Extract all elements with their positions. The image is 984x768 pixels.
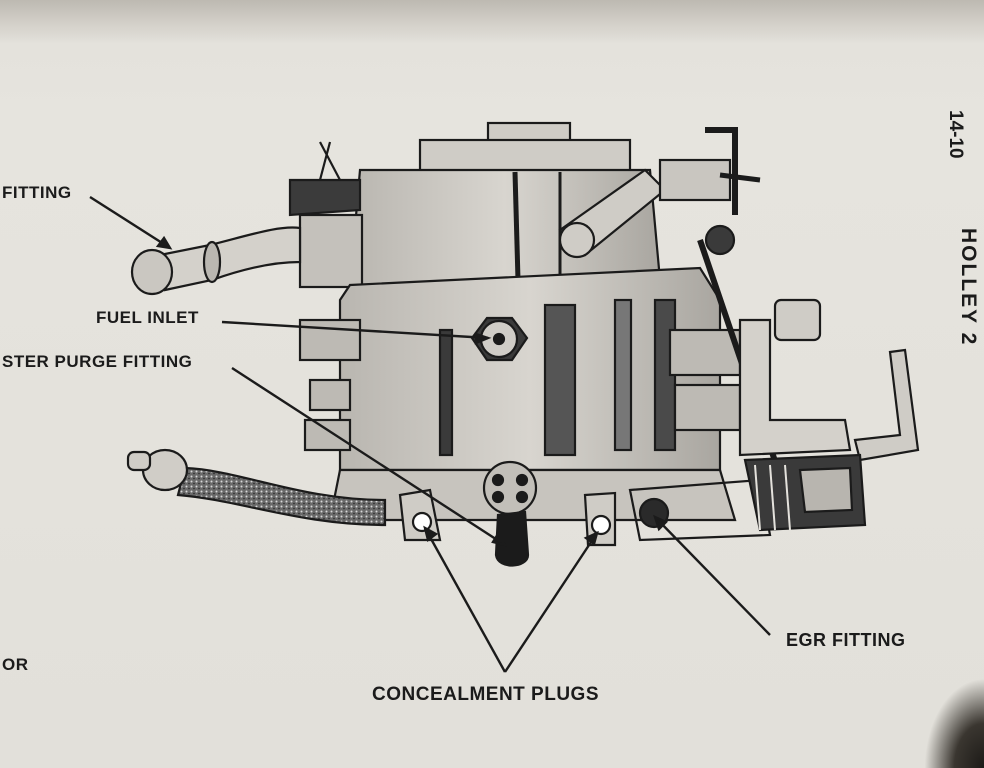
fitting-label: FITTING <box>2 183 72 202</box>
concealment-plugs-label: CONCEALMENT PLUGS <box>372 684 599 705</box>
corner-shadow <box>924 678 984 768</box>
fuel-inlet-fitting <box>470 316 529 362</box>
carburetor-main-body <box>298 266 742 522</box>
base-plate <box>398 460 772 567</box>
vent-tube <box>130 226 302 296</box>
running-head: HOLLEY 2 <box>957 228 980 347</box>
page-number: 14-10 <box>945 110 966 159</box>
page-fold-shadow <box>0 0 984 44</box>
bottom-hose <box>126 448 387 527</box>
fuel-inlet-label: FUEL INLET <box>96 308 199 327</box>
or-fragment-label: OR <box>2 655 29 674</box>
purge-fitting-label: STER PURGE FITTING <box>2 352 193 371</box>
leader-lines <box>89 195 771 673</box>
choke-linkage <box>558 127 761 259</box>
egr-fitting-label: EGR FITTING <box>786 630 906 650</box>
throttle-linkage <box>697 239 920 532</box>
